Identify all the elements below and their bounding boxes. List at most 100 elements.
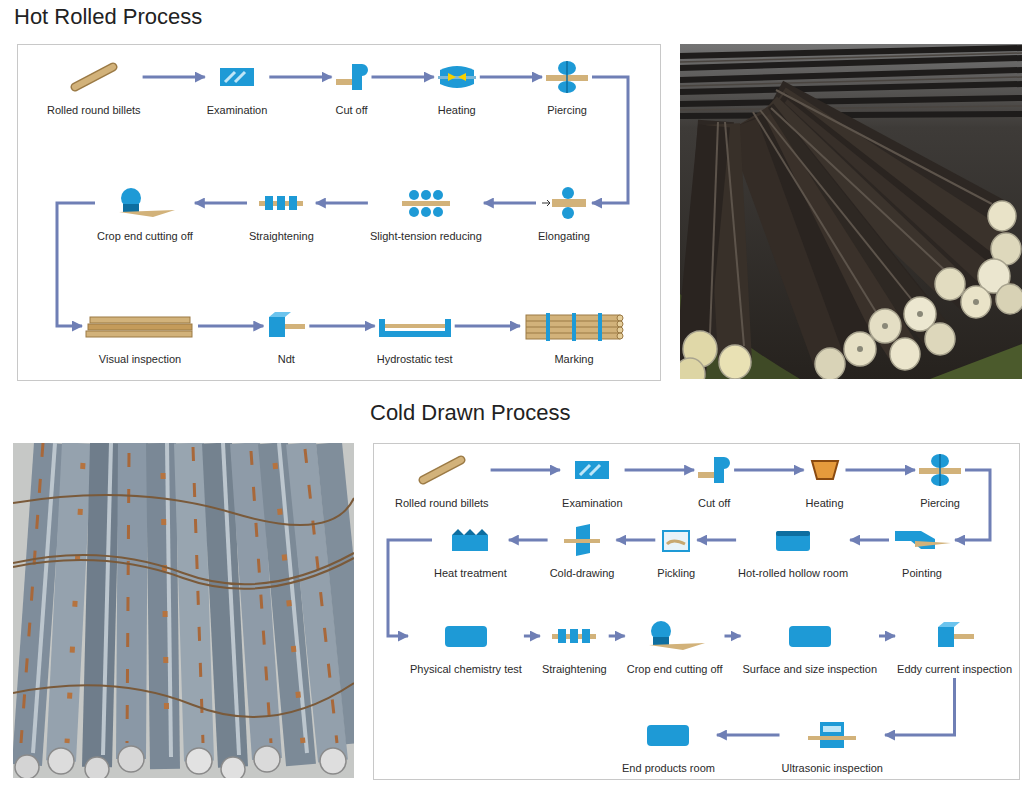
step-icon: [562, 523, 602, 557]
hot-rolled-photo-part-part: [857, 346, 863, 352]
step-icon-part: [663, 531, 689, 551]
step-icon-part: [939, 454, 941, 486]
process-step: Straightening: [540, 617, 609, 678]
flow-arrow: [455, 325, 520, 328]
step-icon-part: [647, 725, 689, 746]
flow-arrow: [616, 539, 655, 542]
process-step: Crop end cutting off: [95, 184, 195, 245]
process-step: Slight-tension reducing: [368, 184, 484, 245]
step-icon-part: [617, 327, 623, 333]
hot-rolled-photo-part: [680, 48, 1022, 116]
step-icon: [917, 453, 963, 487]
step-icon: [643, 619, 707, 653]
step-label: Pointing: [891, 567, 953, 580]
step-icon-part: [558, 629, 566, 643]
step-icon-part: [562, 207, 574, 219]
step-label: Physical chemistry test: [410, 663, 522, 676]
step-label: Crop end cutting off: [627, 663, 723, 676]
hot-rolled-photo-part-part: [680, 358, 705, 379]
hot-rolled-photo-part: [680, 44, 1022, 379]
flow-arrow: [372, 76, 434, 79]
step-icon-part: [776, 531, 810, 551]
flow-arrow: [198, 325, 263, 328]
step-icon-part: [423, 460, 461, 480]
cold-drawn-photo: [13, 443, 354, 778]
hot-rolled-photo-part-part: [680, 106, 1022, 110]
step-icon-part: [445, 319, 451, 333]
hot-rolled-photo-part-part: [753, 112, 876, 312]
cold-drawn-photo-part-part: [275, 463, 303, 743]
step-icon-part: [542, 200, 550, 206]
cold-drawn-photo-part-part: [163, 473, 167, 743]
step-icon: [659, 523, 693, 557]
process-step: Marking: [520, 307, 628, 368]
step-icon-part: [954, 634, 974, 639]
step-icon: [806, 718, 858, 752]
process-step: Cut off: [332, 58, 372, 119]
flow-arrow: [388, 540, 432, 636]
step-icon-part: [653, 637, 669, 645]
step-label: Marking: [522, 353, 626, 366]
step-icon-part: [812, 461, 838, 479]
step-icon-part: [820, 722, 844, 748]
step-icon-part: [714, 457, 730, 483]
step-icon-part: [776, 531, 810, 536]
step-icon: [377, 309, 453, 343]
cold-drawn-photo-part: [15, 746, 346, 778]
process-step: Eddy current inspection: [895, 617, 1014, 678]
step-icon-part: [119, 210, 175, 217]
cold-drawn-photo-part-part: [279, 443, 307, 753]
step-icon-part: [235, 72, 245, 82]
step-icon: [643, 718, 693, 752]
hot-rolled-photo-part-part: [961, 286, 991, 318]
step-icon: [400, 186, 452, 220]
step-icon-part: [448, 73, 456, 81]
step-icon-part: [88, 324, 192, 330]
cold-drawn-photo-part: [33, 443, 307, 757]
step-icon-part: [277, 196, 285, 210]
step-icon: [808, 453, 842, 487]
cold-drawn-photo-part-part: [305, 449, 337, 743]
flow-arrow: [734, 469, 804, 472]
step-icon-part: [570, 629, 578, 643]
hot-rolled-photo-part: [680, 201, 1022, 379]
cold-drawn-photo-part-part: [67, 463, 83, 743]
step-label: Ndt: [265, 353, 307, 366]
hot-rolled-photo-part-part: [882, 323, 888, 329]
cold-drawn-photo-part-part: [118, 746, 144, 772]
step-icon: [544, 60, 590, 94]
flow-arrow: [143, 76, 205, 79]
hot-rolled-photo-part-part: [680, 98, 1022, 104]
step-icon-part: [582, 629, 590, 643]
step-label: Surface and size inspection: [743, 663, 878, 676]
hot-rolled-photo-part-part: [725, 122, 744, 346]
process-step: Examination: [560, 451, 625, 512]
cold-drawn-photo-part-part: [103, 443, 111, 755]
cold-drawn-photo-part-part: [221, 757, 245, 778]
step-icon-part: [75, 67, 113, 87]
step-label: Ultrasonic inspection: [782, 762, 884, 775]
step-label: Rolled round billets: [395, 497, 489, 510]
section-heading: Cold Drawn Process: [370, 400, 571, 426]
step-icon: [522, 309, 626, 343]
flow-arrow: [57, 203, 95, 326]
hot-rolled-photo-part: [680, 53, 1022, 110]
cold-drawn-photo-part-part: [329, 443, 354, 743]
step-icon-part: [452, 529, 488, 535]
step-label: Piercing: [544, 104, 590, 117]
step-label: Piercing: [917, 497, 963, 510]
flow-arrow: [195, 202, 247, 205]
step-icon-part: [617, 321, 623, 327]
step-icon: [785, 619, 835, 653]
step-icon-part: [269, 312, 291, 317]
step-icon-part: [598, 313, 602, 341]
step-icon-part: [379, 331, 451, 337]
step-icon-part: [269, 317, 285, 337]
hot-rolled-photo-part-part: [771, 108, 966, 290]
flow-arrow: [885, 678, 955, 735]
step-icon-part: [402, 201, 450, 206]
step-icon-part: [225, 72, 235, 82]
flow-arrow: [509, 539, 548, 542]
cold-drawn-photo-part-part: [13, 558, 354, 589]
process-step: End products room: [620, 716, 717, 777]
